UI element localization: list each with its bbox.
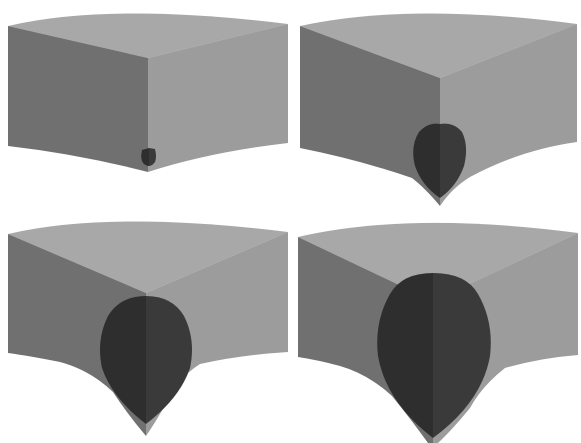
panel-a	[8, 13, 288, 172]
panel-b	[300, 13, 577, 206]
panel-d	[298, 223, 578, 443]
panel-b-cavity	[413, 124, 466, 198]
panel-c-cavity	[100, 296, 192, 424]
panel-a-cavity	[141, 148, 156, 166]
panel-c	[8, 221, 288, 436]
panel-d-cavity	[377, 273, 491, 438]
